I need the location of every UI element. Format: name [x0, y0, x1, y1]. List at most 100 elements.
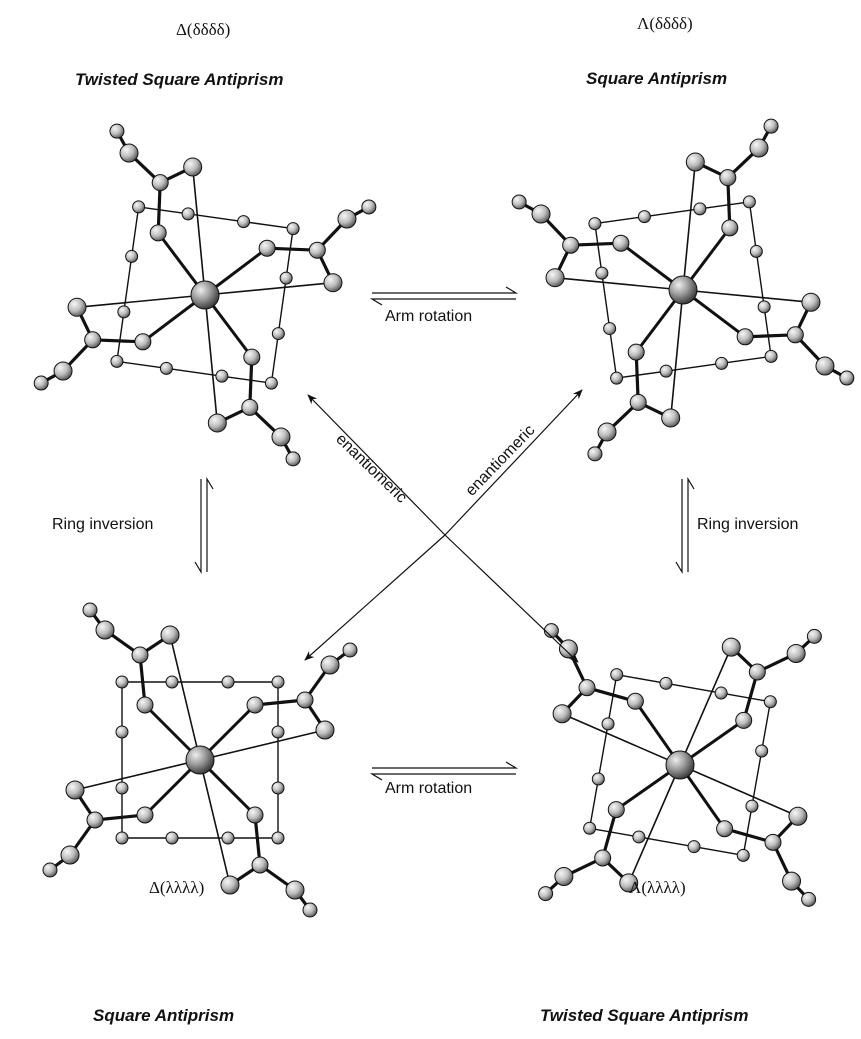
equilibrium-arrow-right — [675, 476, 695, 575]
atom — [302, 902, 318, 918]
atom — [511, 194, 527, 210]
ring-bond — [243, 220, 294, 230]
atom — [543, 623, 559, 639]
atom — [42, 862, 58, 878]
atom — [578, 679, 596, 697]
ring-atom — [271, 831, 285, 845]
atom — [748, 663, 766, 681]
ring-atom — [181, 207, 195, 221]
ring-atom — [714, 686, 728, 700]
atom — [587, 446, 603, 462]
metal-o-bond — [199, 729, 326, 761]
atom — [95, 620, 115, 640]
arm-rotation-label-top: Arm rotation — [385, 308, 473, 325]
molecule-top-left — [33, 123, 377, 467]
metal-o-bond — [74, 759, 201, 791]
ring-atom — [271, 675, 285, 689]
ring-atom — [165, 675, 179, 689]
atom — [839, 370, 855, 386]
metal-o-bond — [682, 161, 697, 291]
ring-atom — [693, 202, 707, 216]
ring-atom — [763, 695, 777, 709]
ring-atom — [715, 356, 729, 370]
ring-atom — [264, 376, 278, 390]
metal-atom — [190, 280, 220, 310]
ring-atom — [637, 210, 651, 224]
ring-bond — [285, 228, 294, 279]
atom — [629, 393, 647, 411]
enantiomeric-arrow-tl — [307, 394, 446, 536]
ring-bond — [644, 208, 700, 218]
ring-bond — [755, 251, 765, 307]
atom — [788, 806, 808, 826]
ring-atom — [610, 668, 624, 682]
molecule-bottom-left — [42, 602, 358, 918]
metal-o-bond — [679, 646, 732, 766]
ring-atom — [117, 305, 131, 319]
ring-atom — [742, 195, 756, 209]
atom — [285, 880, 305, 900]
atom — [531, 204, 551, 224]
atom — [251, 856, 269, 874]
atom — [342, 642, 358, 658]
ring-atom — [591, 772, 605, 786]
atom — [619, 873, 639, 893]
atom — [33, 375, 49, 391]
equilibrium-arrow-top — [369, 286, 519, 306]
nitrogen-atom — [136, 806, 154, 824]
ring-bond — [720, 692, 771, 703]
ring-atom — [115, 831, 129, 845]
nitrogen-atom — [136, 696, 154, 714]
ring-bond — [763, 306, 772, 357]
nitrogen-atom — [243, 348, 261, 366]
nitrogen-atom — [735, 711, 753, 729]
atom — [151, 174, 169, 192]
metal-o-bond — [191, 166, 206, 296]
atom — [271, 427, 291, 447]
ring-bond — [608, 328, 618, 379]
atom — [815, 356, 835, 376]
ring-atom — [271, 725, 285, 739]
metal-o-bond — [679, 764, 799, 817]
geometry-label-top-left: Twisted Square Antiprism — [75, 70, 284, 89]
atom — [82, 602, 98, 618]
atom — [315, 720, 335, 740]
atom — [65, 780, 85, 800]
nitrogen-atom — [716, 820, 734, 838]
atom — [337, 209, 357, 229]
atom — [538, 886, 554, 902]
metal-atom — [668, 275, 698, 305]
ring-bond — [116, 311, 125, 362]
ring-bond — [601, 273, 611, 329]
atom — [594, 849, 612, 867]
atom — [749, 138, 769, 158]
atom — [786, 643, 806, 663]
metal-o-bond — [561, 713, 681, 766]
ring-atom — [165, 831, 179, 845]
nitrogen-atom — [612, 234, 630, 252]
atom — [554, 867, 574, 887]
ring-atom — [115, 675, 129, 689]
ring-atom — [115, 725, 129, 739]
atom — [67, 297, 87, 317]
metal-o-bond — [204, 294, 219, 424]
enantiomeric-arrow-bl — [304, 534, 446, 661]
molecule-bottom-right — [538, 623, 822, 907]
ring-bond — [116, 360, 167, 370]
metal-o-bond — [199, 759, 231, 886]
ring-atom — [221, 675, 235, 689]
nitrogen-atom — [149, 224, 167, 242]
atom — [160, 625, 180, 645]
ring-atom — [755, 744, 769, 758]
ring-atom — [745, 799, 759, 813]
atom — [782, 871, 802, 891]
atom — [109, 123, 125, 139]
ring-bond — [589, 827, 640, 838]
ring-bond — [130, 206, 140, 257]
ring-atom — [659, 676, 673, 690]
atom — [661, 408, 681, 428]
ring-atom — [610, 371, 624, 385]
atom — [241, 398, 259, 416]
atom — [685, 152, 705, 172]
ring-atom — [132, 200, 146, 214]
